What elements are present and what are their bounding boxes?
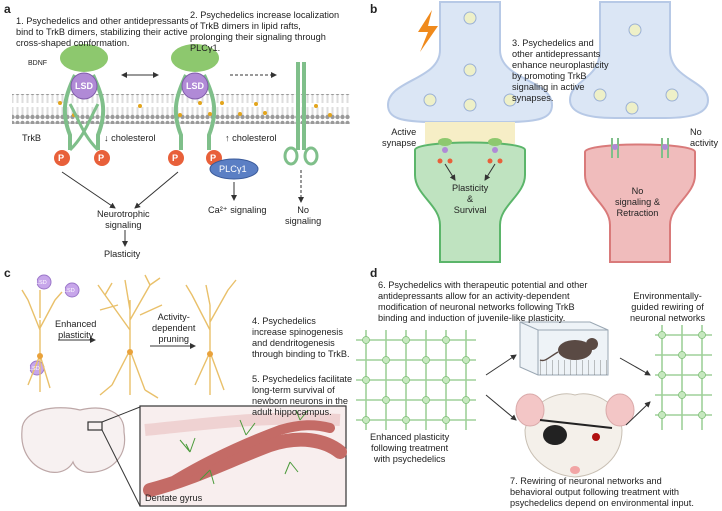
lsd-molecule <box>64 282 80 298</box>
phospho-site <box>94 150 110 166</box>
postsynaptic-spine-inactive <box>584 143 696 263</box>
lsd-molecule <box>36 274 52 290</box>
plc-gamma1 <box>209 158 259 180</box>
brain-coronal-section <box>21 407 126 473</box>
plasticity-label: Plasticity <box>104 249 141 259</box>
lsd-label: LSD <box>64 288 75 294</box>
neuronal-network-initial <box>356 330 476 430</box>
cholesterol-down-label: ↓ cholesterol <box>104 133 156 143</box>
lipid-membrane <box>12 94 350 124</box>
cholesterol-up-label: ↑ cholesterol <box>225 133 277 143</box>
environmental-rewiring-label: Environmentally- guided rewiring of neur… <box>630 291 706 323</box>
phospho-site <box>54 150 70 166</box>
lsd-label: LSD <box>36 280 47 286</box>
panel-d-caption-6: 6. Psychedelics with therapeutic potenti… <box>378 280 588 323</box>
rat-with-eyepatch <box>515 393 635 478</box>
neuron-pruned <box>185 279 237 395</box>
mouse-cage <box>519 321 609 376</box>
panel-a-caption-2: 2. Psychedelics increase localization of… <box>190 10 340 53</box>
plc-label: PLCγ1 <box>219 164 247 174</box>
phospho-label: P <box>58 153 65 163</box>
panel-a-caption-1: 1. Psychedelics and other antidepressant… <box>16 16 189 48</box>
enhanced-plasticity-label: Enhanced plasticity <box>55 319 97 340</box>
lsd-molecule <box>181 72 209 100</box>
enhanced-plasticity-treatment-label: Enhanced plasticity following treatment … <box>370 432 450 464</box>
panel-c-caption-4: 4. Psychedelics increase spinogenesis an… <box>252 316 350 359</box>
plasticity-survival-label: Plasticity & Survival <box>452 183 489 215</box>
dentate-gyrus-label: Dentate gyrus <box>145 493 203 503</box>
trkb-label: TrkB <box>22 133 42 143</box>
trkb-dimer-2 <box>168 44 259 180</box>
neurotrophic-signaling-label: Neurotrophic signaling <box>97 209 150 230</box>
panel-b-artwork <box>386 1 710 263</box>
arrow <box>61 171 116 209</box>
lsd-label-1: LSD <box>75 81 93 91</box>
panel-label-c: c <box>4 266 11 280</box>
phospho-site <box>168 150 184 166</box>
phospho-label: P <box>172 153 179 163</box>
bdnf-label: BDNF <box>28 60 48 67</box>
panel-d-caption-7: 7. Rewiring of neuronal networks and beh… <box>510 476 694 508</box>
lsd-molecule <box>70 72 98 100</box>
no-signaling-retraction-label: No signaling & Retraction <box>615 186 660 218</box>
arrow <box>134 171 179 209</box>
cholesterol-molecules <box>58 101 332 117</box>
phospho-label: P <box>98 153 105 163</box>
zoom-box <box>87 421 103 431</box>
panel-d-artwork <box>356 321 712 478</box>
panel-label-b: b <box>370 2 378 16</box>
panel-c-artwork <box>21 274 347 507</box>
no-signaling-label: No signaling <box>285 205 322 226</box>
trkb-monomers-inactive <box>283 62 319 166</box>
postsynaptic-spine-active <box>414 141 526 263</box>
panel-b-caption-3: 3. Psychedelics and other antidepressant… <box>512 38 609 103</box>
lsd-label-2: LSD <box>186 81 204 91</box>
eyepatch <box>543 425 567 445</box>
bdnf-protein <box>60 44 108 72</box>
activity-dependent-pruning-label: Activity- dependent pruning <box>152 312 196 344</box>
panel-a-artwork <box>12 44 350 247</box>
neuron-baseline <box>21 289 63 392</box>
calcium-signaling-label: Ca²⁺ signaling <box>208 205 267 215</box>
panel-label-d: d <box>370 266 378 280</box>
lsd-label: LSD <box>29 366 40 372</box>
bdnf-protein <box>171 44 219 72</box>
neuron-enhanced <box>97 274 163 399</box>
panel-c-caption-5: 5. Psychedelics facilitate long-term sur… <box>252 374 353 417</box>
panel-label-a: a <box>4 2 11 16</box>
trkb-dimer-1 <box>54 44 110 166</box>
lightning-icon <box>418 10 438 52</box>
active-synapse-label: Active synapse <box>382 127 417 148</box>
no-activity-label: No activity <box>690 127 719 148</box>
phospho-label: P <box>210 153 217 163</box>
